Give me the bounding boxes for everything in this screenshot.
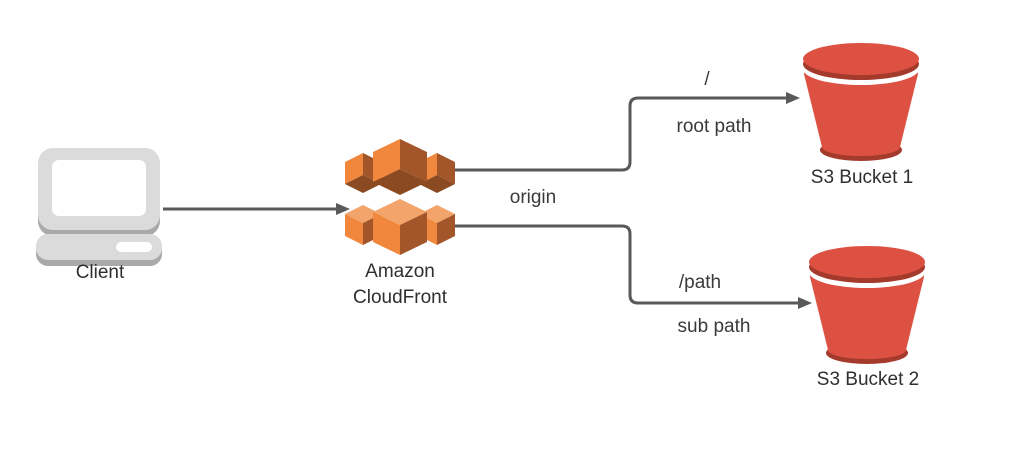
cloudfront-icon <box>345 139 455 255</box>
bucket1-path-label: / <box>704 69 710 90</box>
origin-edge-label: origin <box>509 187 557 208</box>
cloudfront-label-line2: CloudFront <box>353 287 447 308</box>
bucket1-sub-label: root path <box>676 116 752 137</box>
edge-cloudfront-to-bucket2 <box>455 224 812 309</box>
client-label: Client <box>75 262 125 283</box>
arrowhead-icon <box>786 92 800 104</box>
cloudfront-label-line1: Amazon <box>365 261 435 282</box>
bucket1-label: S3 Bucket 1 <box>810 167 914 188</box>
edge-client-to-cloudfront <box>163 203 350 215</box>
arrowhead-icon <box>336 203 350 215</box>
edge-cloudfront-to-bucket1 <box>455 92 800 172</box>
laptop-icon <box>36 148 162 266</box>
edge-cloudfront-to-bucket1-line <box>455 96 786 172</box>
arrowhead-icon <box>798 297 812 309</box>
bucket2-sub-label: sub path <box>677 316 751 337</box>
s3-bucket-icon <box>803 43 919 161</box>
s3-bucket-icon <box>809 246 925 364</box>
bucket2-path-label: /path <box>678 272 722 293</box>
bucket2-label: S3 Bucket 2 <box>816 369 920 390</box>
edge-cloudfront-to-bucket2-line <box>455 224 798 305</box>
cloudfront-bottom-row <box>345 199 455 255</box>
cloudfront-top-row <box>345 139 455 195</box>
